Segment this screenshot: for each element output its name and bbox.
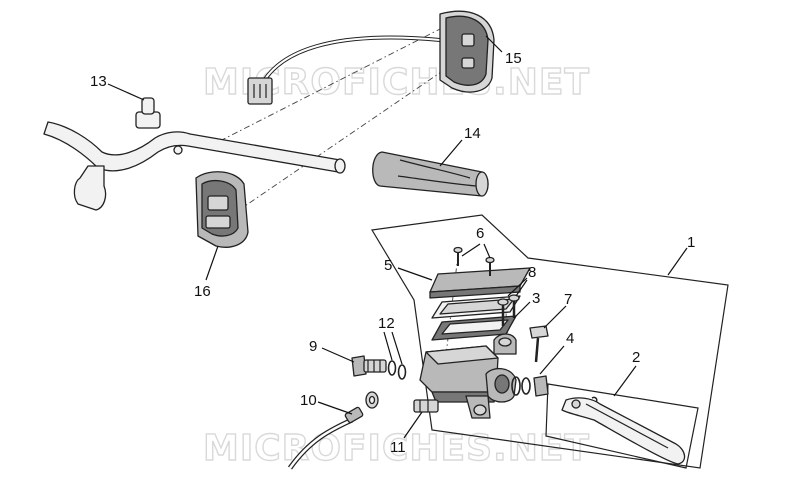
- callout-8: 8: [528, 264, 537, 281]
- handlebar: [43, 97, 346, 211]
- callout-11: 11: [390, 439, 406, 456]
- leader-4: [539, 345, 565, 375]
- leader-3: [513, 301, 531, 319]
- callout-6: 6: [476, 225, 485, 242]
- brake-lever-2: [561, 396, 686, 465]
- callout-3: 3: [532, 290, 541, 307]
- gasket: [431, 315, 517, 341]
- leader-6b: [483, 243, 491, 259]
- callout-14: 14: [464, 125, 481, 142]
- callout-10: 10: [300, 392, 317, 409]
- reservoir-cover-5: [429, 267, 531, 299]
- banjo-bolt-9: [351, 355, 387, 377]
- leader-16: [205, 245, 219, 281]
- align-line-a: [211, 27, 443, 146]
- callout-9: 9: [309, 338, 318, 355]
- leader-10: [317, 401, 353, 415]
- leader-12b: [391, 331, 403, 365]
- callout-5: 5: [384, 257, 393, 274]
- callout-4: 4: [566, 330, 575, 347]
- watermark-bottom: MICROFICHES.NET: [202, 427, 590, 469]
- leader-6a: [461, 243, 481, 257]
- leader-13: [107, 83, 145, 101]
- switch-11: [413, 399, 439, 413]
- align-line-b: [241, 69, 445, 209]
- leader-lines: [107, 35, 688, 439]
- screw-6-left: [453, 246, 463, 266]
- callout-2: 2: [632, 349, 641, 366]
- callout-12: 12: [378, 315, 395, 332]
- leader-11: [403, 411, 423, 439]
- brake-hose-10: [287, 391, 379, 470]
- grip-14: [372, 151, 489, 197]
- screw-6-right: [485, 256, 495, 276]
- seals-4: [511, 375, 549, 397]
- callout-13: 13: [90, 73, 107, 90]
- leader-14: [439, 139, 463, 167]
- callout-16: 16: [194, 283, 211, 300]
- leader-7: [543, 305, 567, 329]
- leader-5: [397, 267, 433, 281]
- leader-15: [485, 35, 503, 53]
- switch-housing-16: [195, 171, 249, 248]
- washers-12: [387, 360, 407, 380]
- leader-8b: [515, 279, 528, 297]
- lever-2-frame: [545, 383, 699, 469]
- leader-9: [321, 347, 355, 363]
- leader-8a: [507, 277, 528, 297]
- switch-wiring-15: [247, 10, 495, 105]
- clamp-3: [493, 333, 517, 355]
- assembly-1-frame: [371, 214, 729, 469]
- callout-1: 1: [687, 234, 696, 251]
- master-cylinder: [419, 345, 517, 419]
- leader-2: [613, 365, 637, 397]
- pin-7: [529, 325, 549, 363]
- callout-7: 7: [564, 291, 573, 308]
- leader-1: [667, 247, 688, 276]
- screw-8: [497, 294, 520, 326]
- callout-15: 15: [505, 50, 522, 67]
- leader-12a: [383, 331, 393, 361]
